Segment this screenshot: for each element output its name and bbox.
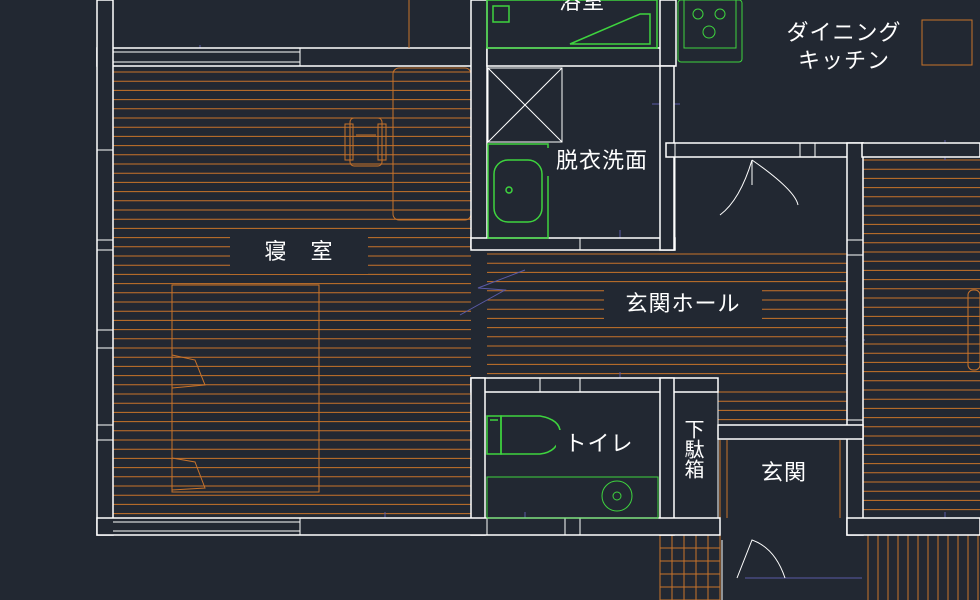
shoe-cabinet-label: 下駄箱: [680, 408, 706, 490]
entrance-label: 玄関: [748, 458, 820, 490]
bath-label: 浴室: [558, 0, 605, 15]
openings: [97, 48, 863, 535]
wash-basin: [487, 143, 549, 239]
shoe-cabinet: [673, 391, 719, 519]
dining-kitchen-label: ダイニング キッチン: [786, 21, 902, 74]
right-room-cabinet: [921, 19, 980, 371]
kitchen-stove: [677, 0, 743, 63]
toilet-fixture: [486, 415, 561, 455]
bedroom-label: 寝 室: [230, 230, 368, 274]
bedroom-floor-hatch: [113, 71, 471, 515]
bath-fixtures: [486, 0, 658, 49]
bedroom-furniture: [171, 67, 472, 493]
dressing-wash-label: 脱衣洗面: [546, 148, 658, 176]
bed: [171, 284, 320, 493]
hall-floor-hatch: [487, 253, 847, 421]
washing-machine-pan: [487, 67, 563, 143]
entrance-hall-label: 玄関ホール: [604, 283, 762, 325]
door-swings: [719, 159, 799, 600]
right-room-floor-hatch: [863, 159, 980, 511]
toilet-label: トイレ: [556, 430, 642, 460]
toilet-hand-basin: [486, 476, 659, 519]
desk-chair: [344, 117, 387, 167]
